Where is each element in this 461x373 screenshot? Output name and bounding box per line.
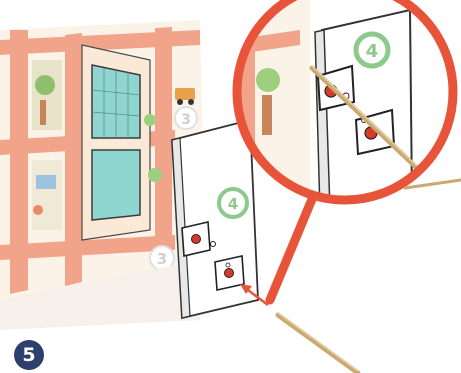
step-number: 5 bbox=[22, 344, 35, 366]
wooden-stick-main bbox=[278, 313, 358, 373]
zoom-circle bbox=[230, 0, 453, 212]
wall-number-a: 3 bbox=[181, 112, 191, 128]
panel-number: 4 bbox=[228, 195, 238, 213]
step-number-badge: 5 bbox=[14, 340, 44, 370]
zoom-panel-number: 4 bbox=[366, 41, 379, 62]
wall-number-b: 3 bbox=[157, 250, 167, 268]
